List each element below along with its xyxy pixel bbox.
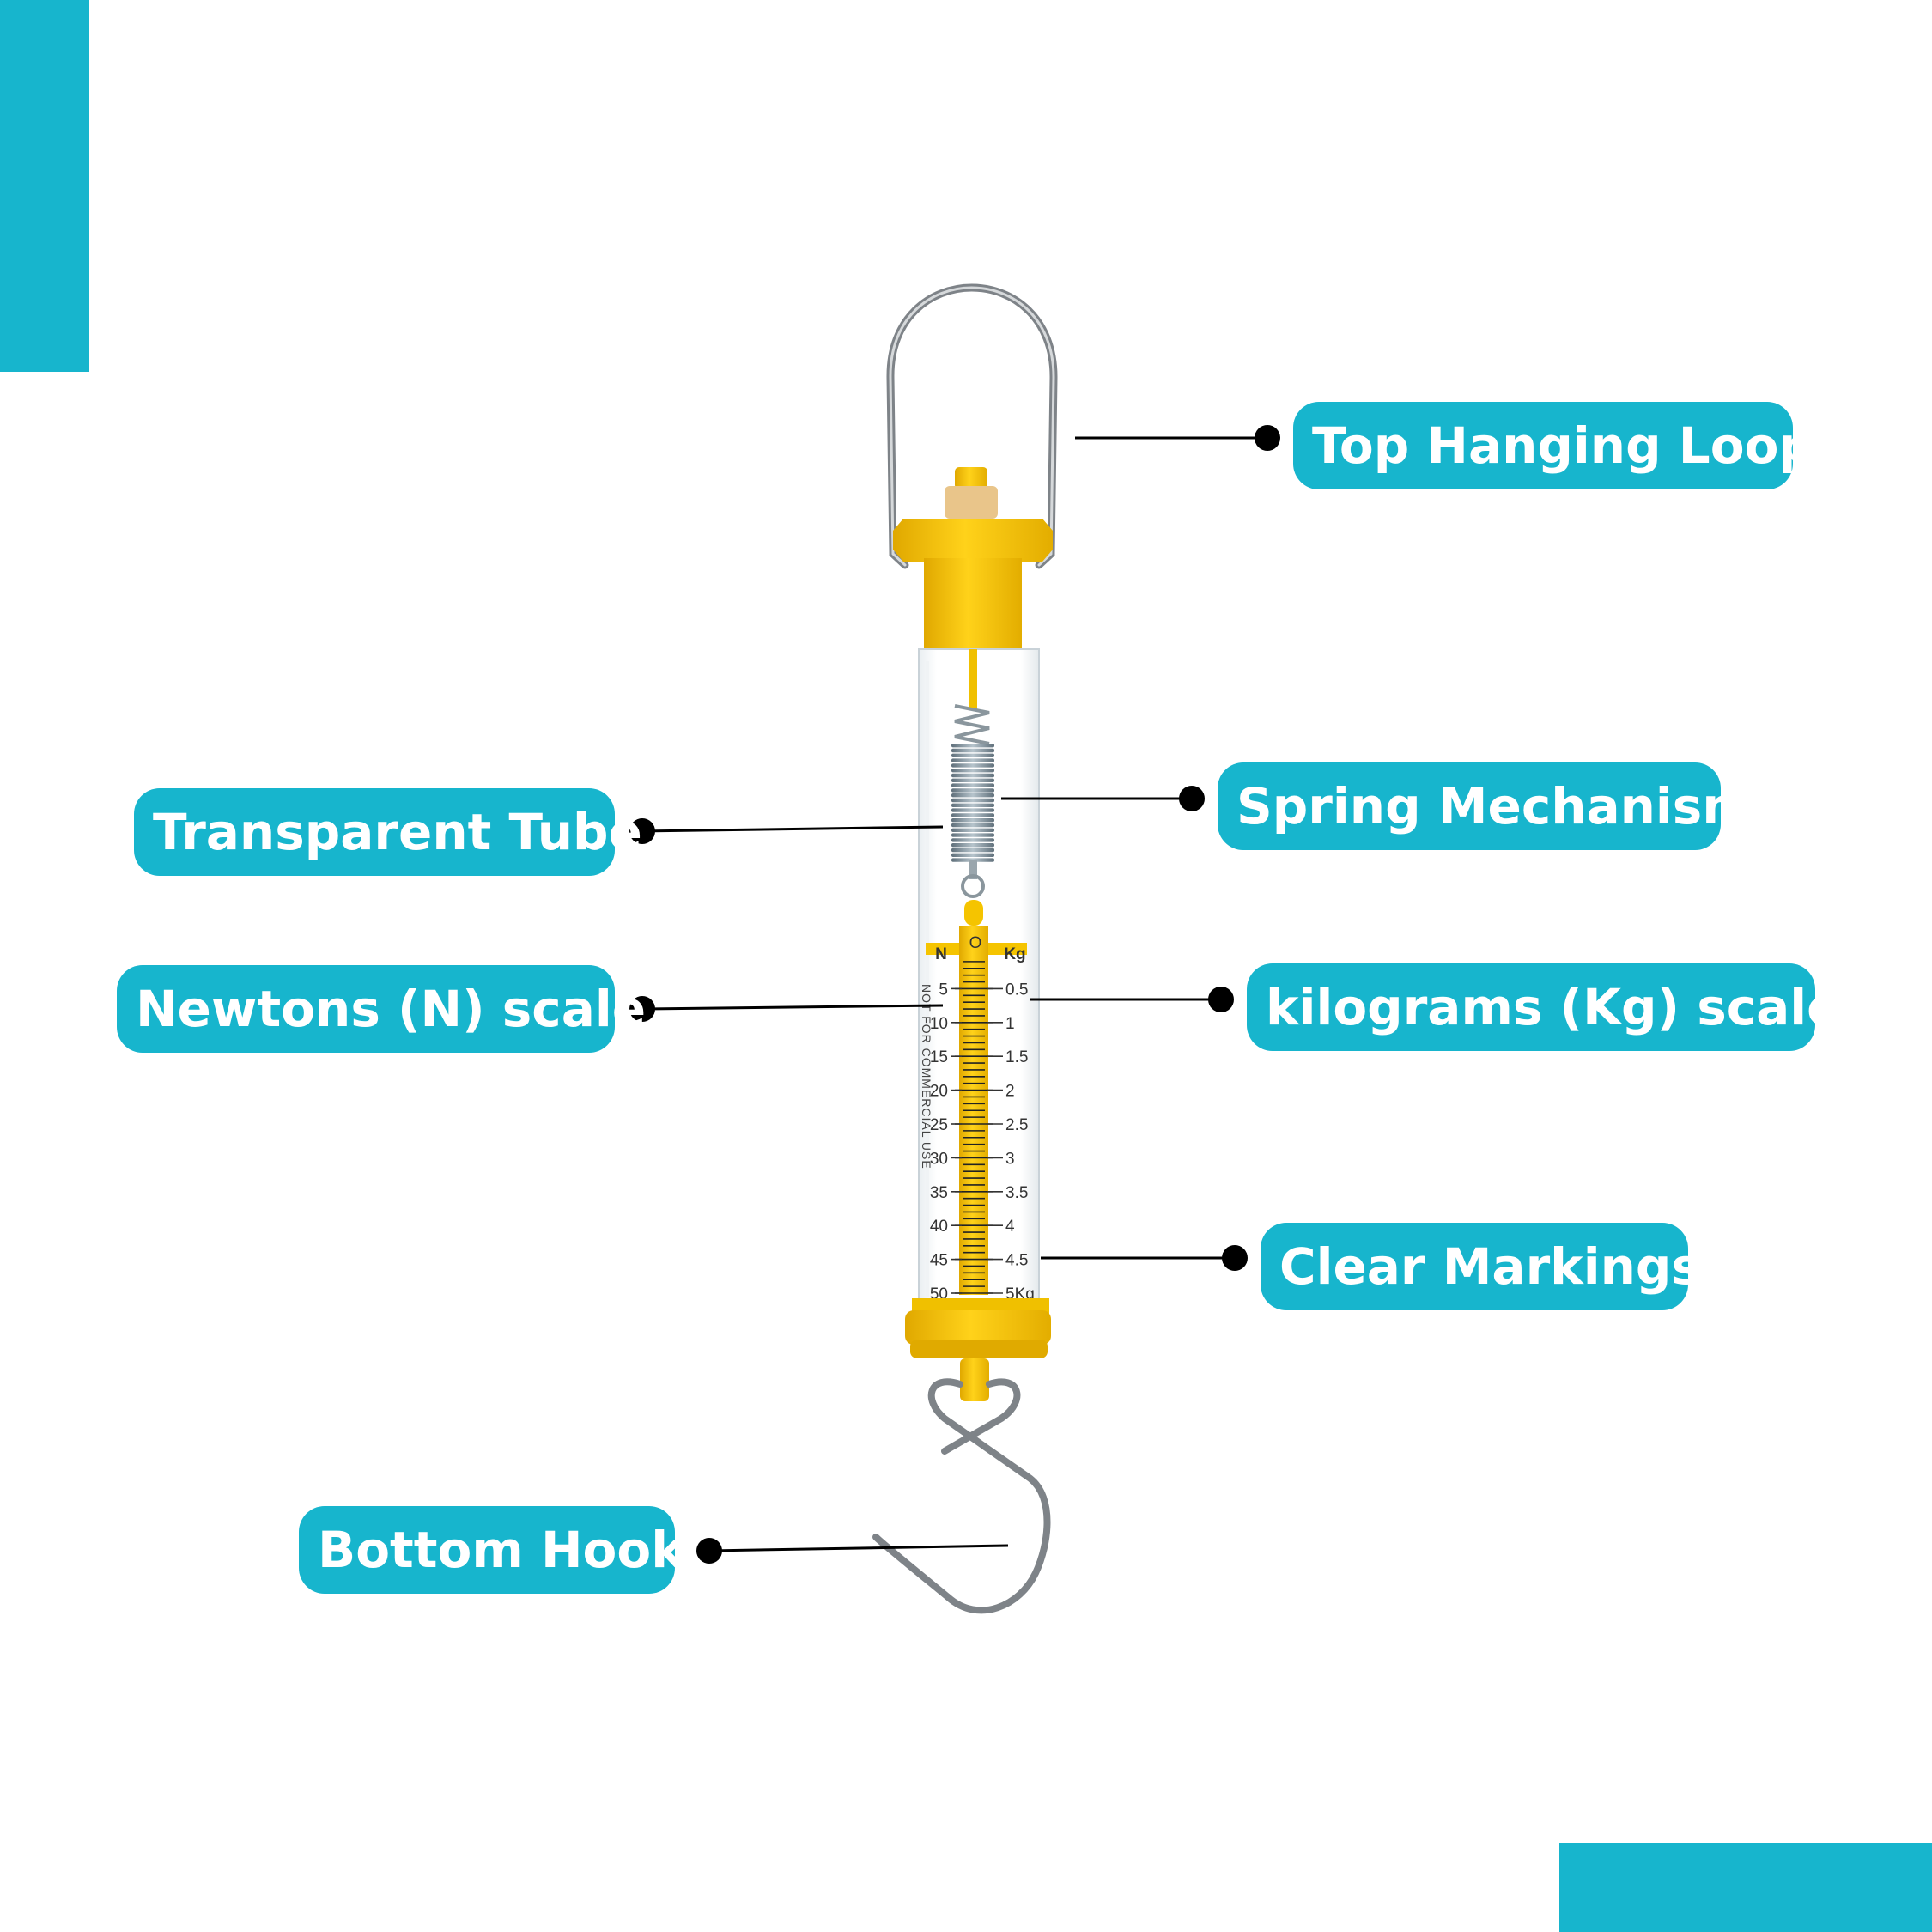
newton-tick-label: 30 — [930, 1150, 948, 1168]
spring-coil — [951, 788, 994, 793]
spring-coil — [951, 858, 994, 862]
leader-kilograms-scale — [1030, 987, 1234, 1012]
leader-spring-mechanism — [1001, 786, 1205, 811]
spring-coil — [951, 763, 994, 768]
n-scale-header: N — [935, 945, 947, 963]
kilogram-tick-label: 1 — [1005, 1015, 1015, 1033]
spring-coil — [951, 793, 994, 798]
bottom-hook — [872, 1378, 1051, 1614]
spring-coil — [951, 758, 994, 762]
leader-clear-markings — [1041, 1245, 1248, 1271]
kilogram-tick-label: 4.5 — [1005, 1252, 1028, 1270]
spring-coil — [951, 823, 994, 828]
newton-tick-label: 25 — [930, 1116, 948, 1134]
kilogram-tick-label: 2.5 — [1005, 1116, 1028, 1134]
kilogram-tick-label: 2 — [1005, 1083, 1015, 1101]
top-hanging-loop — [886, 283, 1058, 569]
spring-coil — [951, 843, 994, 848]
accent-bar-top-left — [0, 0, 89, 372]
callout-transparent-tube: Transparent Tube — [134, 788, 642, 876]
kilogram-tick-label: 3.5 — [1005, 1184, 1028, 1202]
kilogram-tick-label: 3 — [1005, 1150, 1015, 1168]
callout-newtons-scale: Newtons (N) scale — [117, 965, 646, 1053]
kilogram-tick-label: 0.5 — [1005, 981, 1028, 999]
spring-coil — [951, 803, 994, 807]
spring-coil — [951, 778, 994, 782]
spring-coil — [951, 848, 994, 853]
kilogram-tick-label: 1.5 — [1005, 1048, 1028, 1066]
spring-coil — [951, 748, 994, 753]
zero-mark: O — [969, 934, 982, 952]
spring-coil — [951, 783, 994, 787]
top-cap — [893, 467, 1053, 653]
spring-coil — [951, 773, 994, 778]
spring-coil — [951, 769, 994, 773]
newton-tick-label: 20 — [930, 1083, 948, 1101]
bottom-cap — [905, 1298, 1051, 1401]
kg-scale-header: Kg — [1004, 945, 1025, 963]
spring-coil — [951, 808, 994, 812]
newton-tick-label: 35 — [930, 1184, 948, 1202]
newton-tick-label: 10 — [930, 1015, 948, 1033]
leader-transparent-tube — [629, 818, 944, 844]
leader-newtons-scale — [629, 996, 944, 1022]
callout-spring-mechanism: Spring Mechanism — [1218, 762, 1754, 850]
leader-bottom-hook — [696, 1538, 1009, 1564]
spring-coil — [951, 798, 994, 803]
newton-tick-label: 15 — [930, 1048, 948, 1066]
spring-coil — [951, 744, 994, 748]
callout-top-hanging-loop: Top Hanging Loop — [1293, 402, 1814, 489]
spring-coil — [951, 753, 994, 757]
callout-bottom-hook: Bottom Hook — [299, 1506, 684, 1594]
callout-kilograms-scale: kilograms (Kg) scale — [1247, 963, 1841, 1051]
kilogram-tick-label: 4 — [1005, 1218, 1015, 1236]
newton-tick-label: 5 — [939, 981, 948, 999]
spring-coil — [951, 813, 994, 817]
spring-coil — [951, 828, 994, 832]
spring-coil — [951, 818, 994, 823]
vertical-warning-text: NOT FOR COMMERCIAL USE — [920, 984, 933, 1170]
newton-tick-label: 45 — [930, 1252, 948, 1270]
spring-coil — [951, 853, 994, 857]
callout-clear-markings: Clear Markings — [1261, 1223, 1701, 1310]
leader-lines — [629, 425, 1280, 1564]
newton-tick-label: 40 — [930, 1218, 948, 1236]
leader-top-hanging-loop — [1075, 425, 1280, 451]
accent-bar-bottom-right — [1559, 1843, 1932, 1932]
spring-mechanism — [951, 649, 994, 898]
spring-coil — [951, 833, 994, 837]
spring-coil — [951, 838, 994, 842]
